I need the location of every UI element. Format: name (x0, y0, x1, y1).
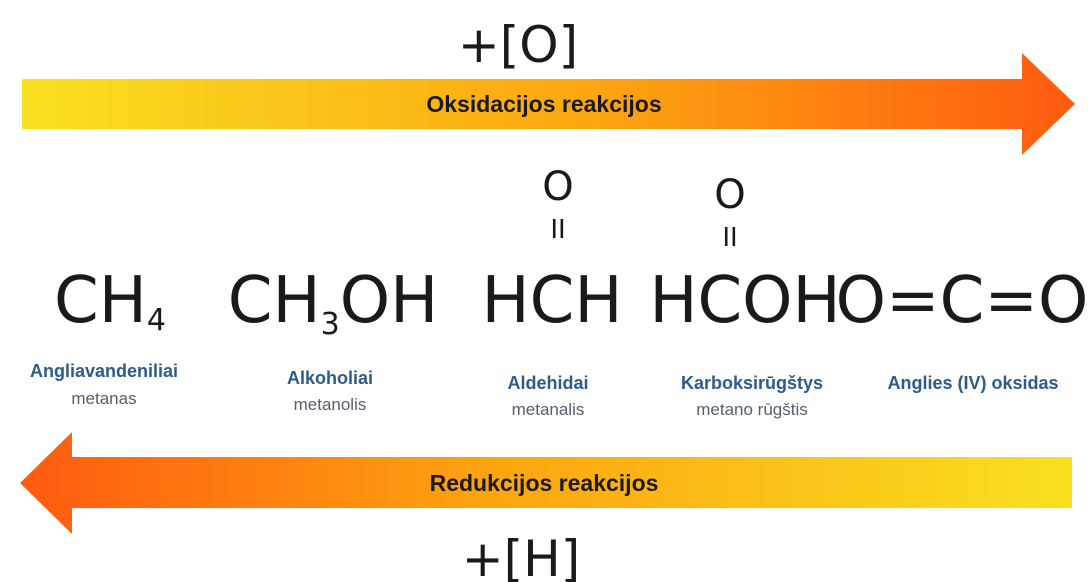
oxidation-arrow-label: Oksidacijos reakcijos (426, 91, 661, 117)
class-name-hydrocarbons: Angliavandeniliai (30, 361, 178, 381)
oxidation-arrow-shape (22, 53, 1075, 155)
formula-carbon-dioxide: O=C=O (836, 264, 1088, 338)
formula-methanol-subscript: 3 (321, 307, 340, 342)
oxidation-reagent: +[O] (458, 16, 578, 74)
example-methanol: metanolis (294, 395, 367, 414)
reduction-reagent: +[H] (462, 530, 581, 582)
molecule-methanal: O II HCH Aldehidai metanalis (482, 164, 623, 419)
molecule-methanol: CH3OH Alkoholiai metanolis (228, 264, 438, 414)
double-bond-methanoic-acid: II (722, 223, 737, 253)
formula-methane-main: CH (54, 264, 147, 338)
reduction-arrow-label: Redukcijos reakcijos (430, 470, 659, 496)
example-methanoic-acid: metano rūgštis (696, 400, 808, 419)
class-name-carboxylic-acids: Karboksirūgštys (681, 373, 823, 393)
formula-methanoic-acid: HCOH (649, 264, 840, 338)
reduction-arrow-shape (20, 432, 1072, 534)
formula-methane: CH4 (54, 264, 166, 338)
formula-methanol: CH3OH (228, 264, 438, 342)
class-name-alcohols: Alkoholiai (287, 368, 373, 388)
class-name-aldehydes: Aldehidai (507, 373, 588, 393)
double-bond-methanal: II (550, 215, 565, 245)
oxidation-arrow: Oksidacijos reakcijos (22, 53, 1075, 155)
oxo-methanal: O (542, 164, 573, 210)
formula-methane-subscript: 4 (147, 303, 166, 338)
example-methanal: metanalis (512, 400, 585, 419)
formula-methanol-tail: OH (340, 264, 439, 338)
class-name-carbon-dioxide: Anglies (IV) oksidas (887, 373, 1058, 393)
example-methane: metanas (71, 389, 136, 408)
molecule-carbon-dioxide: O=C=O Anglies (IV) oksidas (836, 264, 1088, 393)
molecule-methane: CH4 Angliavandeniliai metanas (30, 264, 178, 408)
formula-methanal: HCH (482, 264, 623, 338)
molecule-methanoic-acid: O II HCOH Karboksirūgštys metano rūgštis (649, 172, 840, 419)
reduction-arrow: Redukcijos reakcijos (20, 432, 1072, 534)
oxo-methanoic-acid: O (714, 172, 745, 218)
formula-methanol-main: CH (228, 264, 321, 338)
